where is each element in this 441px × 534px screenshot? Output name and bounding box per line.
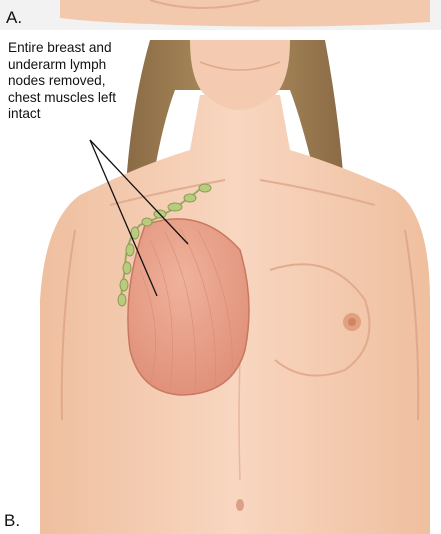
callout-line: Entire breast and <box>8 40 178 57</box>
callout-line: underarm lymph <box>8 57 178 74</box>
panel-a-label: A. <box>6 8 22 28</box>
callout-line: nodes removed, <box>8 73 178 90</box>
annotation-callout: Entire breast and underarm lymph nodes r… <box>8 40 178 123</box>
panel-a-skin-fragment <box>0 0 441 30</box>
panel-b-label: B. <box>4 511 20 531</box>
panel-a-strip <box>0 0 441 30</box>
callout-line: chest muscles left <box>8 90 178 107</box>
callout-line: intact <box>8 106 178 123</box>
